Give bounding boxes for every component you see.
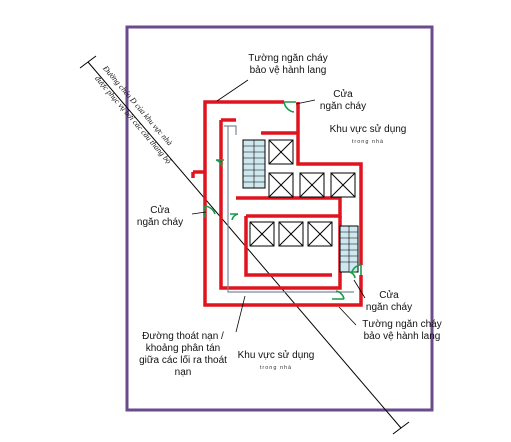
elevator-shaft: [299, 172, 325, 198]
leader-door-top: [295, 99, 316, 105]
elevator-shaft: [278, 221, 304, 247]
label-fire-wall-bottom: Tường ngăn cháy bảo vệ hành lang: [346, 319, 458, 343]
elevator-shaft: [307, 221, 333, 247]
leader-wall-bottom: [338, 306, 357, 326]
fire-door-bottom: [332, 290, 345, 300]
label-fire-door-top-line1: Cửa: [333, 89, 353, 100]
label-fire-wall-top-line2: bảo vệ hành lang: [249, 65, 327, 76]
core-partition-left: [244, 216, 332, 277]
staircase-lower: [339, 225, 359, 273]
label-fire-door-bottom-right-line1: Cửa: [379, 290, 399, 301]
label-use-area-bottom: Khu vực sử dụng trong nhà: [226, 350, 326, 374]
leader-wall-top: [216, 79, 249, 102]
label-use-area-top: Khu vực sử dụng trong nhà: [318, 124, 418, 148]
leader-door-bottom-right: [353, 279, 366, 299]
fire-door-lower-inner: [230, 213, 239, 221]
fire-door-top: [283, 101, 296, 113]
label-use-area-top-sub: trong nhà: [351, 139, 385, 145]
label-fire-door-left-line1: Cửa: [150, 205, 170, 216]
diagonal-tick-bottom: [392, 421, 410, 435]
label-escape-route-line1: Đường thoát nạn /: [142, 331, 224, 342]
building-outline: [125, 25, 434, 412]
fire-door-upper-inner: [215, 159, 224, 168]
label-use-area-top-text: Khu vực sử dụng: [329, 124, 407, 135]
fire-walls: [191, 100, 363, 307]
label-fire-wall-top-line1: Tường ngăn cháy: [248, 53, 328, 64]
label-fire-door-top: Cửa ngăn cháy: [313, 89, 373, 113]
elevator-shaft: [249, 221, 275, 247]
label-fire-door-bottom-right: Cửa ngăn cháy: [357, 290, 421, 314]
escape-route-line: [227, 126, 354, 293]
label-fire-wall-bottom-line1: Tường ngăn cháy: [362, 319, 442, 330]
elevator-shafts: [249, 139, 356, 247]
label-fire-wall-bottom-line2: bảo vệ hành lang: [363, 331, 441, 342]
label-use-area-bottom-text: Khu vực sử dụng: [237, 350, 315, 361]
leader-lines: [191, 79, 366, 333]
label-fire-door-top-line2: ngăn cháy: [319, 101, 367, 112]
label-escape-route-line2: khoảng phân tán: [145, 343, 221, 354]
elevator-shaft: [268, 172, 294, 198]
label-escape-route: Đường thoát nạn / khoảng phân tán giữa c…: [127, 331, 239, 379]
leader-door-left: [191, 211, 207, 215]
fire-door-core: [348, 271, 356, 279]
label-fire-door-bottom-right-line2: ngăn cháy: [365, 302, 413, 313]
elevator-shaft: [268, 139, 294, 165]
label-escape-route-line3: giữa các lối ra thoát: [139, 355, 227, 366]
elevator-shaft: [330, 172, 356, 198]
label-fire-door-left: Cửa ngăn cháy: [130, 205, 190, 229]
label-use-area-bottom-sub: trong nhà: [259, 365, 293, 371]
label-escape-route-line4: nạn: [174, 367, 192, 378]
diagonal-tick-top: [79, 55, 97, 69]
label-fire-door-left-line2: ngăn cháy: [136, 217, 184, 228]
staircase-upper: [242, 139, 266, 189]
core-partition-upper: [236, 196, 342, 218]
leader-escape-route: [235, 295, 246, 333]
escape-route-line-2: [224, 125, 237, 135]
corridor-outer-wall: [203, 100, 363, 307]
label-fire-wall-top: Tường ngăn cháy bảo vệ hành lang: [226, 53, 350, 77]
